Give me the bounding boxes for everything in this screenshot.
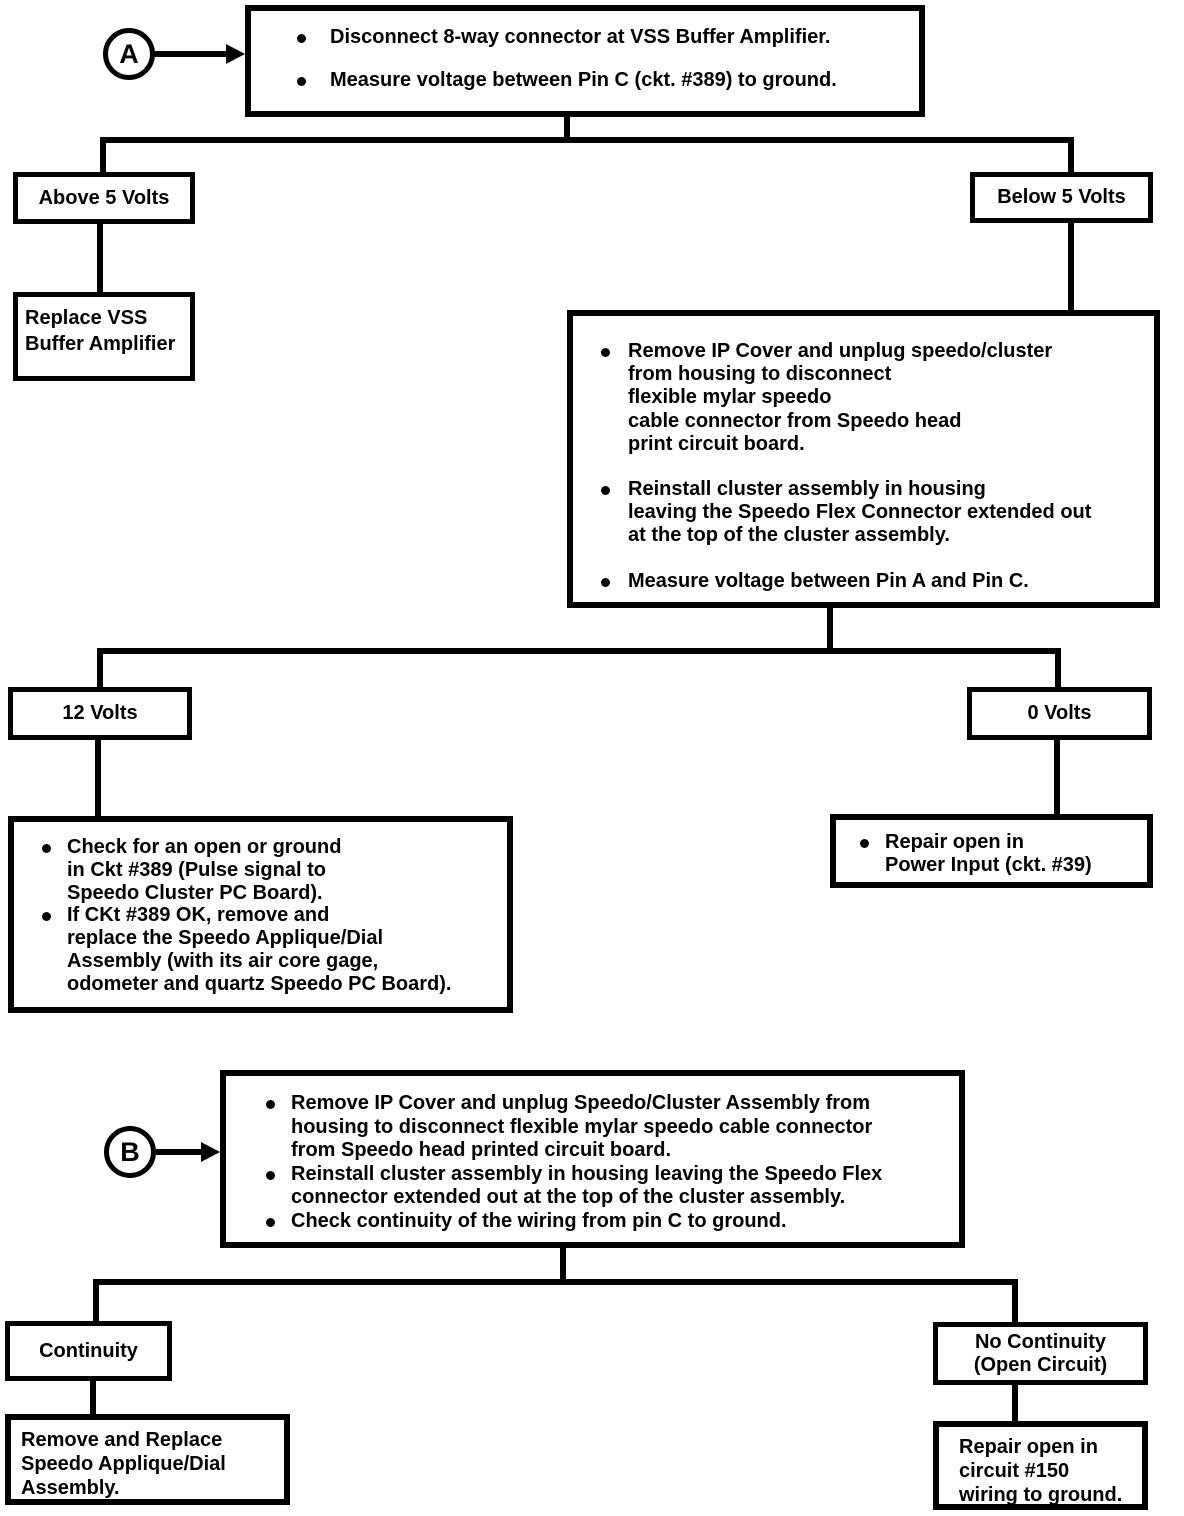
connector-line [560, 1248, 566, 1282]
condition-label: Continuity [39, 1339, 138, 1362]
bullet-text: Disconnect 8-way connector at VSS Buffer… [330, 26, 831, 48]
action-box-remove-ip-cover: Remove IP Cover and unplug speedo/cluste… [567, 310, 1160, 608]
list-item: Measure voltage between Pin C (ckt. #389… [297, 69, 911, 92]
bullet-text: Remove IP Cover and unplug Speedo/Cluste… [291, 1092, 873, 1162]
connector-line [97, 224, 103, 292]
action-text: Repair open in circuit #150 wiring to gr… [959, 1436, 1123, 1506]
action-replace-vss: Replace VSS Buffer Amplifier [13, 292, 195, 381]
connector-line [100, 137, 106, 175]
bullet-text: Measure voltage between Pin C (ckt. #389… [330, 69, 837, 91]
list-item: Remove IP Cover and unplug Speedo/Cluste… [266, 1092, 953, 1163]
bullet-icon [42, 912, 51, 922]
bullet-text: Check for an open or ground in Ckt #389 … [67, 836, 342, 904]
entry-badge-b: B [104, 1126, 156, 1178]
condition-label: 0 Volts [1027, 702, 1092, 724]
connector-line [90, 1381, 96, 1414]
bullet-text: Remove IP Cover and unplug speedo/cluste… [628, 340, 1053, 455]
bullet-text: Reinstall cluster assembly in housing le… [628, 477, 1092, 547]
list-item: Remove IP Cover and unplug speedo/cluste… [601, 340, 1146, 456]
condition-label: No Continuity (Open Circuit) [973, 1330, 1108, 1376]
entry-badge-a-label: A [119, 38, 139, 69]
arrowhead-icon [226, 44, 245, 64]
bullet-icon [601, 348, 610, 357]
entry-badge-a: A [103, 28, 155, 80]
bullet-icon [297, 34, 306, 43]
connector-line [93, 1279, 99, 1321]
bullet-icon [266, 1217, 275, 1227]
condition-12-volts: 12 Volts [8, 687, 192, 740]
bullet-icon [860, 839, 869, 848]
connector-line [1012, 1279, 1018, 1322]
connector-line [95, 740, 101, 816]
entry-badge-b-label: B [120, 1136, 140, 1167]
bullet-text: If CKt #389 OK, remove and replace the S… [67, 904, 452, 995]
bullet-icon [601, 577, 610, 587]
connector-line [1068, 137, 1074, 175]
action-remove-replace-speedo: Remove and Replace Speedo Applique/Dial … [5, 1414, 290, 1505]
bullet-icon [297, 77, 306, 86]
connector-line [1068, 223, 1074, 310]
list-item: Reinstall cluster assembly in housing le… [601, 478, 1146, 548]
list-item: Check for an open or ground in Ckt #389 … [42, 836, 503, 904]
bullet-icon [601, 485, 610, 495]
bullet-icon [266, 1100, 275, 1109]
condition-below-5-volts: Below 5 Volts [970, 172, 1153, 223]
connector-line [93, 1279, 1018, 1285]
arrowhead-icon [201, 1142, 220, 1162]
list-item: Reinstall cluster assembly in housing le… [266, 1163, 953, 1210]
action-text: Remove and Replace Speedo Applique/Dial … [21, 1429, 226, 1499]
bullet-text: Check continuity of the wiring from pin … [291, 1209, 787, 1232]
condition-above-5-volts: Above 5 Volts [13, 172, 195, 224]
start-box-b: Remove IP Cover and unplug Speedo/Cluste… [220, 1070, 965, 1248]
arrow-line-a [153, 51, 228, 57]
start-box-a: Disconnect 8-way connector at VSS Buffer… [245, 5, 925, 117]
bullet-icon [42, 844, 51, 853]
list-item: Repair open in Power Input (ckt. #39) [860, 831, 1143, 877]
connector-line [564, 117, 570, 141]
list-item: Disconnect 8-way connector at VSS Buffer… [297, 26, 911, 49]
bullet-icon [266, 1170, 275, 1180]
list-item: If CKt #389 OK, remove and replace the S… [42, 904, 503, 995]
bullet-text: Reinstall cluster assembly in housing le… [291, 1162, 883, 1209]
condition-continuity: Continuity [5, 1321, 172, 1381]
condition-label: Below 5 Volts [997, 186, 1126, 208]
list-item: Check continuity of the wiring from pin … [266, 1210, 953, 1234]
connector-line [1055, 648, 1061, 688]
condition-no-continuity: No Continuity (Open Circuit) [933, 1322, 1148, 1385]
action-repair-circuit-150: Repair open in circuit #150 wiring to gr… [933, 1421, 1148, 1510]
arrow-line-b [156, 1149, 204, 1155]
bullet-text: Repair open in Power Input (ckt. #39) [885, 831, 1092, 876]
action-text: Replace VSS Buffer Amplifier [25, 307, 176, 355]
connector-line [97, 648, 103, 688]
connector-line [827, 608, 833, 652]
connector-line [1012, 1385, 1018, 1422]
connector-line [100, 137, 1074, 143]
connector-line [1054, 740, 1060, 814]
bullet-text: Measure voltage between Pin A and Pin C. [628, 569, 1029, 592]
connector-line [97, 648, 1061, 654]
condition-label: 12 Volts [62, 702, 138, 724]
action-box-check-ckt-389: Check for an open or ground in Ckt #389 … [8, 816, 513, 1013]
action-box-repair-power-input: Repair open in Power Input (ckt. #39) [830, 814, 1153, 888]
list-item: Measure voltage between Pin A and Pin C. [601, 570, 1146, 593]
condition-0-volts: 0 Volts [967, 687, 1152, 740]
condition-label: Above 5 Volts [38, 186, 170, 209]
